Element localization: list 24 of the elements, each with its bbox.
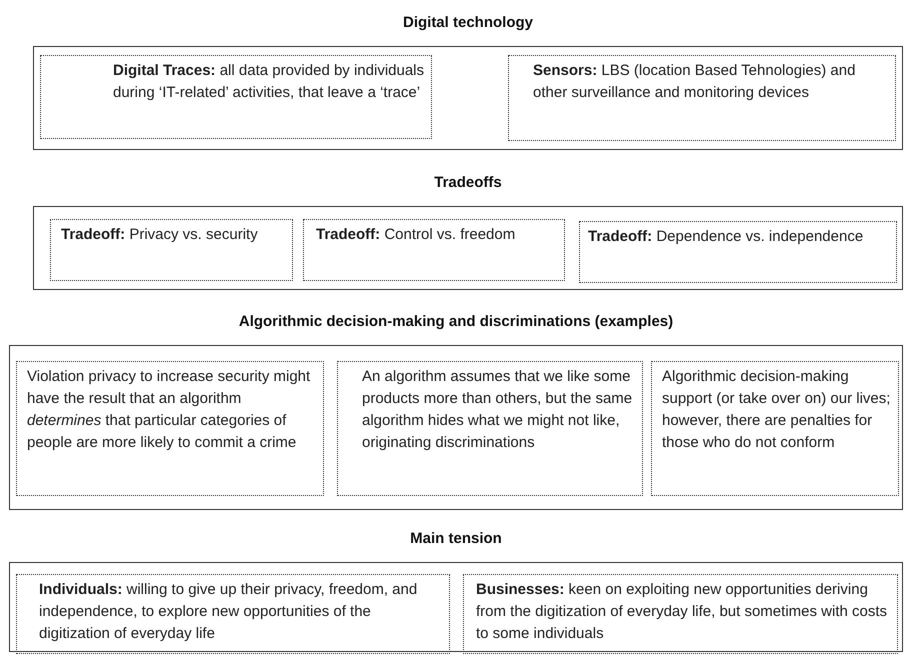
item-text: Violation privacy to increase security might have the result that an algorithm determines that particular categories of people are more likely to commit a crime bbox=[27, 367, 312, 453]
item-text: Algorithmic decision-making support (or take over on) our lives; however, there are penalties for those who do not conform bbox=[662, 367, 892, 453]
item-text: Tradeoff: Dependence vs. independence bbox=[588, 227, 864, 247]
item-text: Digital Traces: all data provided by individuals during ‘IT-related’ activities, that leave a ‘trace’ bbox=[113, 61, 426, 103]
group-heading: Tradeoffs bbox=[433, 173, 503, 193]
group-heading: Digital technology bbox=[402, 13, 534, 33]
item-box bbox=[508, 55, 896, 141]
item-text: Sensors: LBS (location Based Tehnologies) and other surveillance and monitoring devices bbox=[533, 61, 856, 103]
item-box bbox=[579, 221, 897, 283]
item-text: Tradeoff: Privacy vs. security bbox=[61, 225, 259, 245]
group-heading: Algorithmic decision-making and discriminations (examples) bbox=[238, 312, 674, 332]
item-box bbox=[16, 574, 450, 654]
item-box bbox=[50, 219, 293, 281]
item-text: Individuals: willing to give up their privacy, freedom, and independence, to explore new opportunities of the digitization of everyday life bbox=[39, 580, 418, 644]
group-heading: Main tension bbox=[409, 529, 503, 549]
item-text: An algorithm assumes that we like some products more than others, but the same algorithm hides what we might not like, originating discriminations bbox=[362, 367, 634, 453]
item-box bbox=[651, 361, 899, 496]
item-box bbox=[303, 219, 565, 281]
item-box bbox=[463, 574, 898, 654]
item-box bbox=[40, 55, 432, 139]
item-box bbox=[16, 361, 324, 496]
item-text: Tradeoff: Control vs. freedom bbox=[316, 225, 516, 245]
item-box bbox=[337, 361, 643, 496]
item-text: Businesses: keen on exploiting new opportunities deriving from the digitization of everyday life, but sometimes with costs to some individuals bbox=[476, 580, 888, 644]
